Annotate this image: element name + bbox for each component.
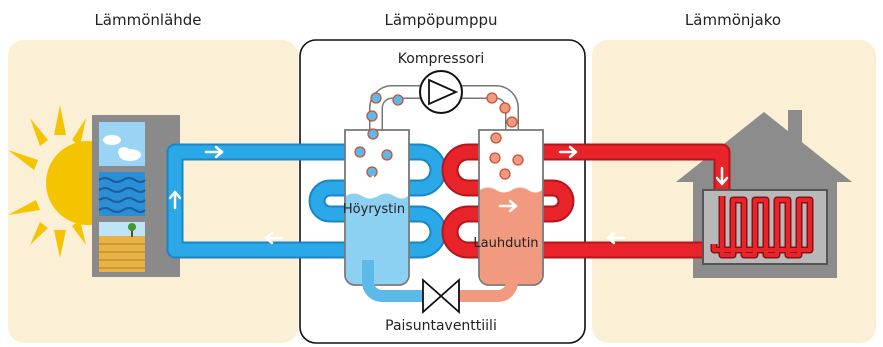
- condenser-label: Lauhdutin: [473, 236, 538, 251]
- sky-icon: [99, 122, 145, 166]
- condenser-tank: [478, 129, 544, 286]
- compressor-label: Kompressori: [398, 51, 484, 67]
- evaporator-tank: [344, 129, 410, 286]
- arrow-icon: [168, 145, 729, 245]
- refrigerant-circuit-bottom: [362, 260, 427, 302]
- evaporator-label: Höyrystin: [343, 202, 405, 217]
- compressor-icon[interactable]: [419, 70, 463, 114]
- section-title-source: Lämmönlähde: [94, 11, 201, 29]
- warm-pipe-loop: [441, 143, 731, 259]
- section-title-pump: Lämpöpumppu: [384, 11, 497, 29]
- water-icon: [98, 172, 146, 216]
- condenser-bubbles: [486, 92, 524, 180]
- radiator-icon: [702, 189, 828, 265]
- expansion-valve-label: Paisuntaventtiili: [385, 318, 497, 334]
- cold-pipe-loop: [166, 143, 447, 259]
- ground-icon: [99, 222, 145, 272]
- evaporator-bubbles: [354, 92, 404, 178]
- section-title-distribution: Lämmönjako: [685, 11, 781, 29]
- valve-icon[interactable]: [422, 277, 460, 315]
